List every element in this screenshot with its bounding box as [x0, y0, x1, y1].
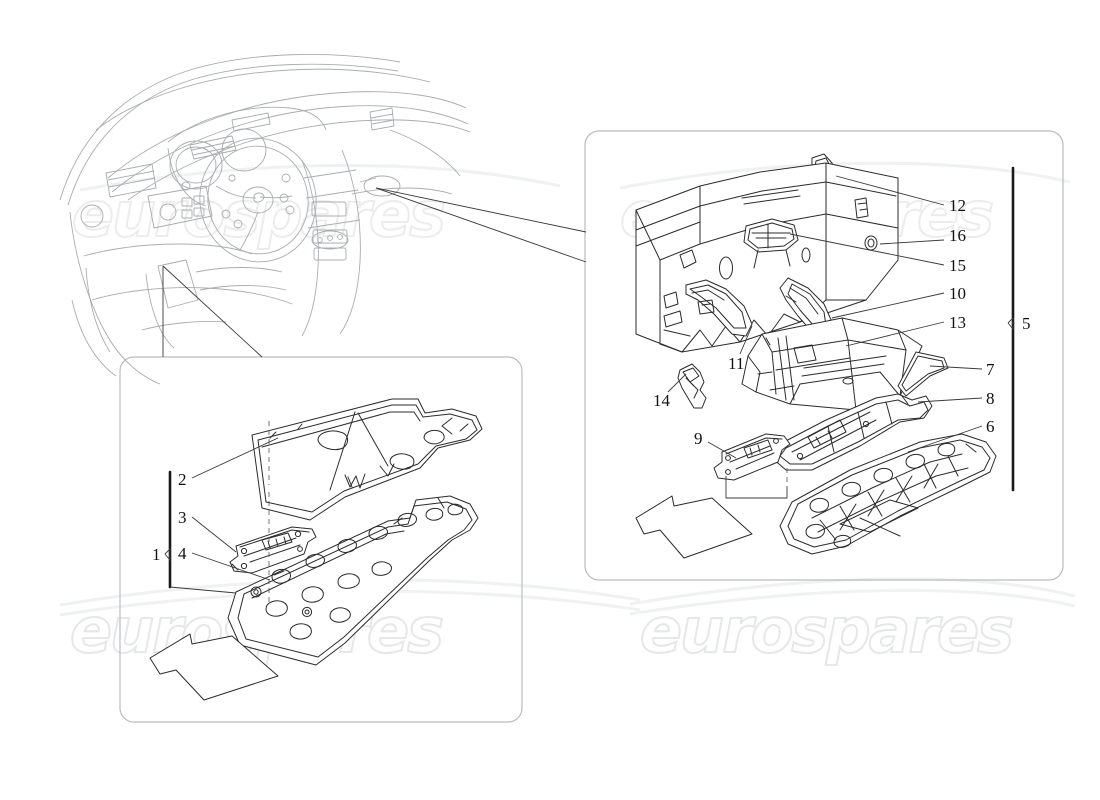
part-13-upper-frame: [635, 162, 899, 353]
view-direction-arrow-left: [149, 633, 279, 701]
callout-11[interactable]: 11: [728, 354, 745, 373]
callout-6[interactable]: 6: [986, 417, 995, 436]
part-13-bin: [741, 317, 923, 411]
bracket-group-5: [1007, 166, 1015, 492]
lower-glovebox-assembly: [635, 153, 1015, 559]
part-8-reinforcement: [771, 393, 933, 471]
callout-2[interactable]: 2: [178, 470, 187, 489]
callout-16[interactable]: 16: [949, 226, 966, 245]
part-16-grommet: [864, 235, 878, 251]
callout-7[interactable]: 7: [986, 360, 995, 379]
callout-9[interactable]: 9: [694, 429, 703, 448]
callout-14[interactable]: 14: [653, 391, 670, 410]
part-9-bracket: [725, 476, 788, 499]
callout-8[interactable]: 8: [986, 389, 995, 408]
view-direction-arrow-right: [635, 495, 753, 559]
callout-13[interactable]: 13: [949, 313, 966, 332]
bracket-group-1: [164, 470, 172, 589]
part-3-hinge-strip: [229, 526, 317, 574]
leader-lines-left: [169, 437, 279, 594]
panel-right-border: [584, 130, 1064, 581]
panel-left-border: [119, 356, 523, 723]
part-2-upper-lid: [251, 398, 483, 521]
part-9-latch-strip: [713, 433, 791, 481]
callout-15[interactable]: 15: [949, 256, 966, 275]
callout-10[interactable]: 10: [949, 284, 966, 303]
part-11-damper-arm-left: [685, 279, 753, 337]
callout-4[interactable]: 4: [178, 544, 187, 563]
part-15-striker: [743, 218, 799, 269]
part-6-lower-door: [779, 433, 997, 555]
dashboard-leader-lines: [162, 187, 587, 358]
callout-1[interactable]: 1: [152, 545, 161, 564]
dashboard-illustration: [59, 53, 471, 385]
callout-5[interactable]: 5: [1022, 314, 1031, 333]
callout-3[interactable]: 3: [178, 508, 187, 527]
part-14-adjuster-bolt: [677, 363, 707, 409]
callout-12[interactable]: 12: [949, 196, 966, 215]
upper-glovebox-assembly: [149, 398, 483, 701]
part-4-base-frame: [227, 495, 479, 666]
part-7-trim-edge: [897, 351, 949, 397]
leader-lines-right: [667, 175, 983, 459]
